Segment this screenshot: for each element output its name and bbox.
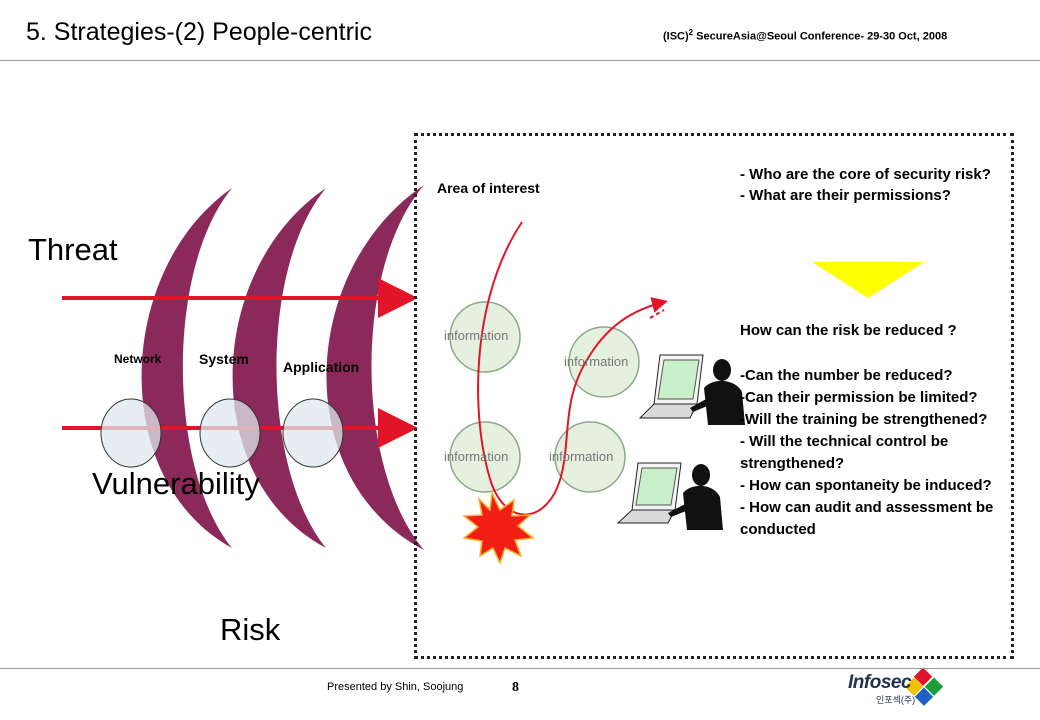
information-label-2: information — [564, 354, 629, 369]
infosec-logo-icon — [904, 667, 944, 706]
attack-path-curve — [477, 221, 668, 516]
conference-sup: 2 — [688, 28, 694, 37]
network-hole — [100, 398, 162, 468]
attack-path-dash — [649, 309, 665, 319]
vulnerability-label: Vulnerability — [92, 466, 260, 501]
application-layer-label: Application — [283, 359, 360, 375]
reduce-title: How can the risk be reduced ? — [740, 322, 957, 339]
conference-rest: SecureAsia@Seoul Conference- 29-30 Oct, … — [693, 30, 948, 43]
footer-divider — [0, 668, 1040, 669]
information-circle-2 — [568, 326, 640, 398]
reduction-question-list: -Can the number be reduced? -Can their p… — [740, 365, 1008, 541]
information-circle-4 — [554, 421, 626, 493]
area-of-interest-box — [414, 133, 1014, 659]
network-layer-crescent — [141, 188, 232, 548]
information-label-3: information — [444, 449, 509, 464]
header-divider — [0, 60, 1040, 61]
explosion-icon — [461, 490, 535, 566]
slide-title: 5. Strategies-(2) People-centric — [26, 18, 372, 46]
threat-label: Threat — [28, 232, 118, 267]
information-circle-1 — [449, 301, 521, 373]
application-layer-crescent — [326, 185, 424, 550]
risk-label: Risk — [220, 612, 281, 647]
information-label-1: information — [444, 328, 509, 343]
question-item: -Will the training be strengthened? — [740, 411, 988, 428]
presenter-credit: Presented by Shin, Soojung — [327, 681, 464, 693]
company-logo-text: Infosec — [848, 672, 912, 693]
down-triangle-icon — [812, 262, 924, 298]
information-label-4: information — [549, 449, 614, 464]
page-number: 8 — [512, 680, 519, 695]
user-laptop-icon-2 — [616, 462, 723, 530]
core-questions: - Who are the core of security risk? - W… — [740, 164, 1002, 206]
user-laptop-icon-1 — [638, 354, 745, 425]
application-hole — [282, 398, 344, 468]
question-permissions: - What are their permissions? — [740, 187, 951, 204]
conference-info: (ISC)2 SecureAsia@Seoul Conference- 29-3… — [663, 28, 947, 43]
company-logo-subtext: 인포섹(주) — [876, 695, 916, 705]
system-hole — [199, 398, 261, 468]
area-of-interest-label: Area of interest — [437, 180, 540, 196]
conference-prefix: (ISC) — [663, 30, 689, 43]
system-layer-label: System — [199, 351, 249, 367]
network-layer-label: Network — [114, 352, 162, 366]
question-item: - Will the technical control be strength… — [740, 433, 949, 472]
question-item: - How can spontaneity be induced? — [740, 477, 992, 494]
question-item: - How can audit and assessment be conduc… — [740, 499, 994, 538]
question-item: -Can their permission be limited? — [740, 389, 978, 406]
question-core: - Who are the core of security risk? — [740, 166, 991, 183]
system-layer-crescent — [232, 188, 326, 548]
question-item: -Can the number be reduced? — [740, 367, 953, 384]
